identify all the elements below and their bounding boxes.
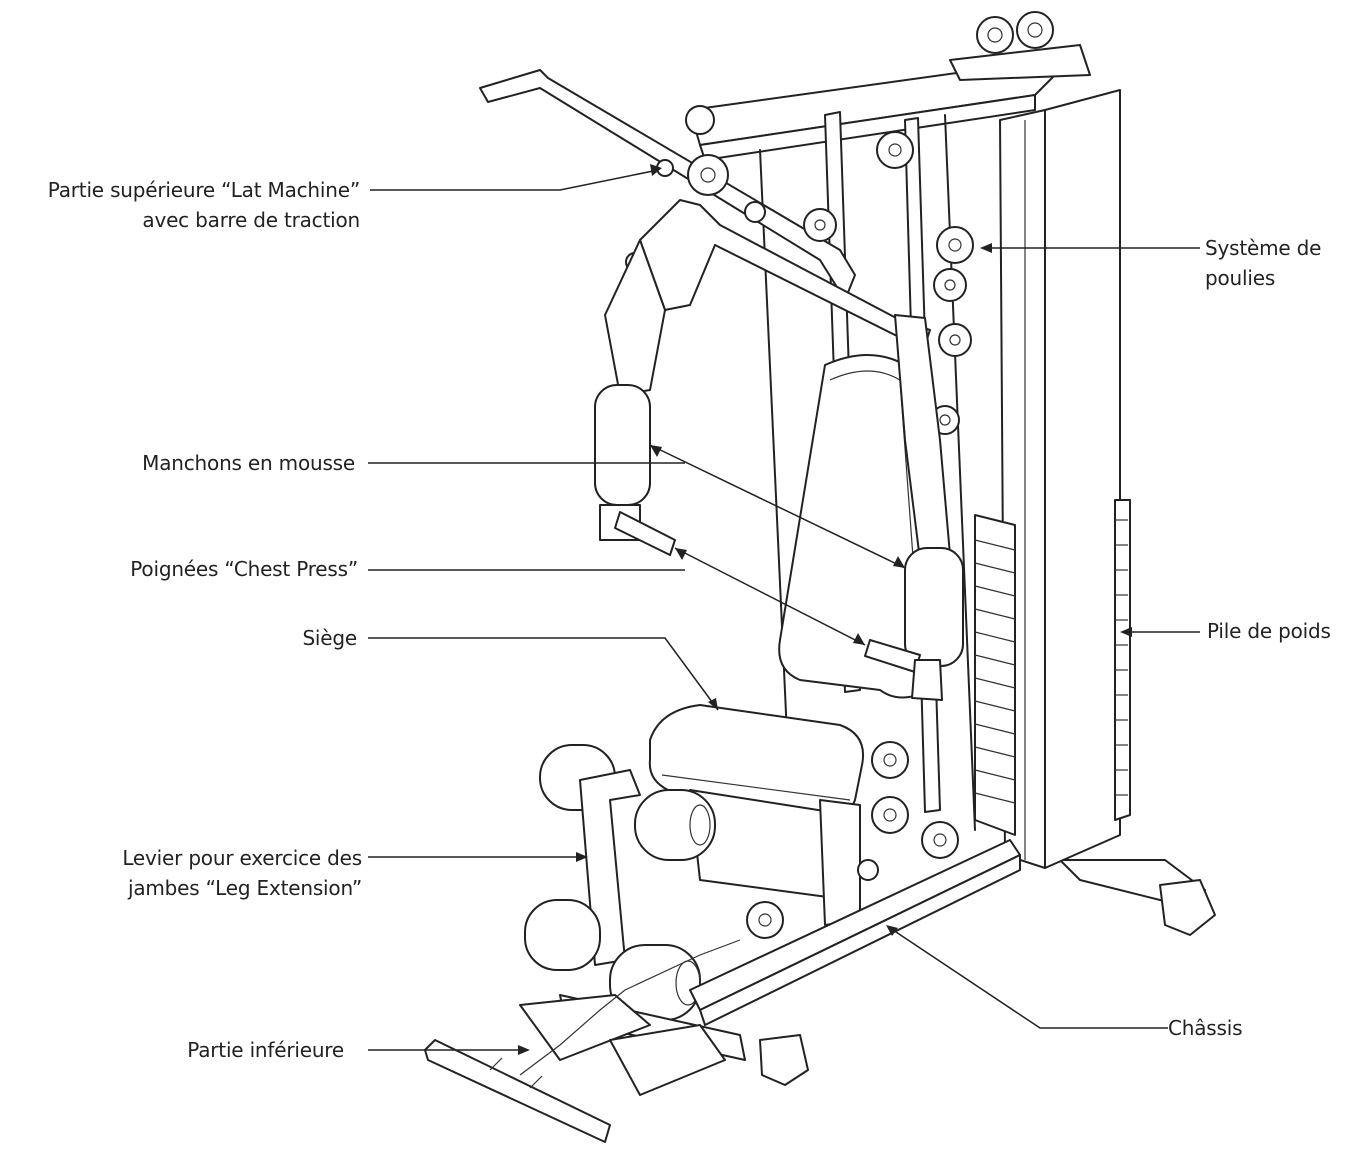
lower-pulleys [746, 741, 959, 939]
main-column [999, 89, 1131, 869]
label-pulleys-line1: Système de [1205, 236, 1322, 260]
label-leg-extension-line2: jambes “Leg Extension” [127, 876, 362, 900]
label-seat: Siège [302, 626, 357, 650]
label-chest-press: Poignées “Chest Press” [130, 557, 358, 581]
top-boom [689, 11, 1091, 161]
label-frame: Châssis [1168, 1016, 1243, 1040]
label-lower-part: Partie inférieure [187, 1038, 344, 1062]
leader-lines [368, 169, 1200, 1051]
label-lat-machine-line1: Partie supérieure “Lat Machine” [47, 178, 360, 202]
seat-pad [648, 704, 864, 926]
chest-press-arms [594, 199, 964, 701]
leader-arrowheads [518, 164, 1132, 1055]
label-foam-sleeves: Manchons en mousse [142, 451, 355, 475]
label-weight-stack: Pile de poids [1207, 619, 1331, 643]
base-frame [424, 839, 1021, 1143]
label-lat-machine-line2: avec barre de traction [142, 208, 360, 232]
label-lat-machine: Partie supérieure “Lat Machine” avec bar… [10, 175, 360, 235]
label-leg-extension: Levier pour exercice des jambes “Leg Ext… [40, 843, 362, 903]
rear-base [1059, 859, 1216, 936]
leg-extension [524, 744, 716, 1021]
label-pulleys-line2: poulies [1205, 266, 1276, 290]
weight-stack-plates [974, 514, 1016, 836]
lat-pulldown-bar [479, 69, 856, 301]
label-pulleys: Système de poulies [1205, 233, 1321, 293]
label-leg-extension-line1: Levier pour exercice des [122, 846, 362, 870]
